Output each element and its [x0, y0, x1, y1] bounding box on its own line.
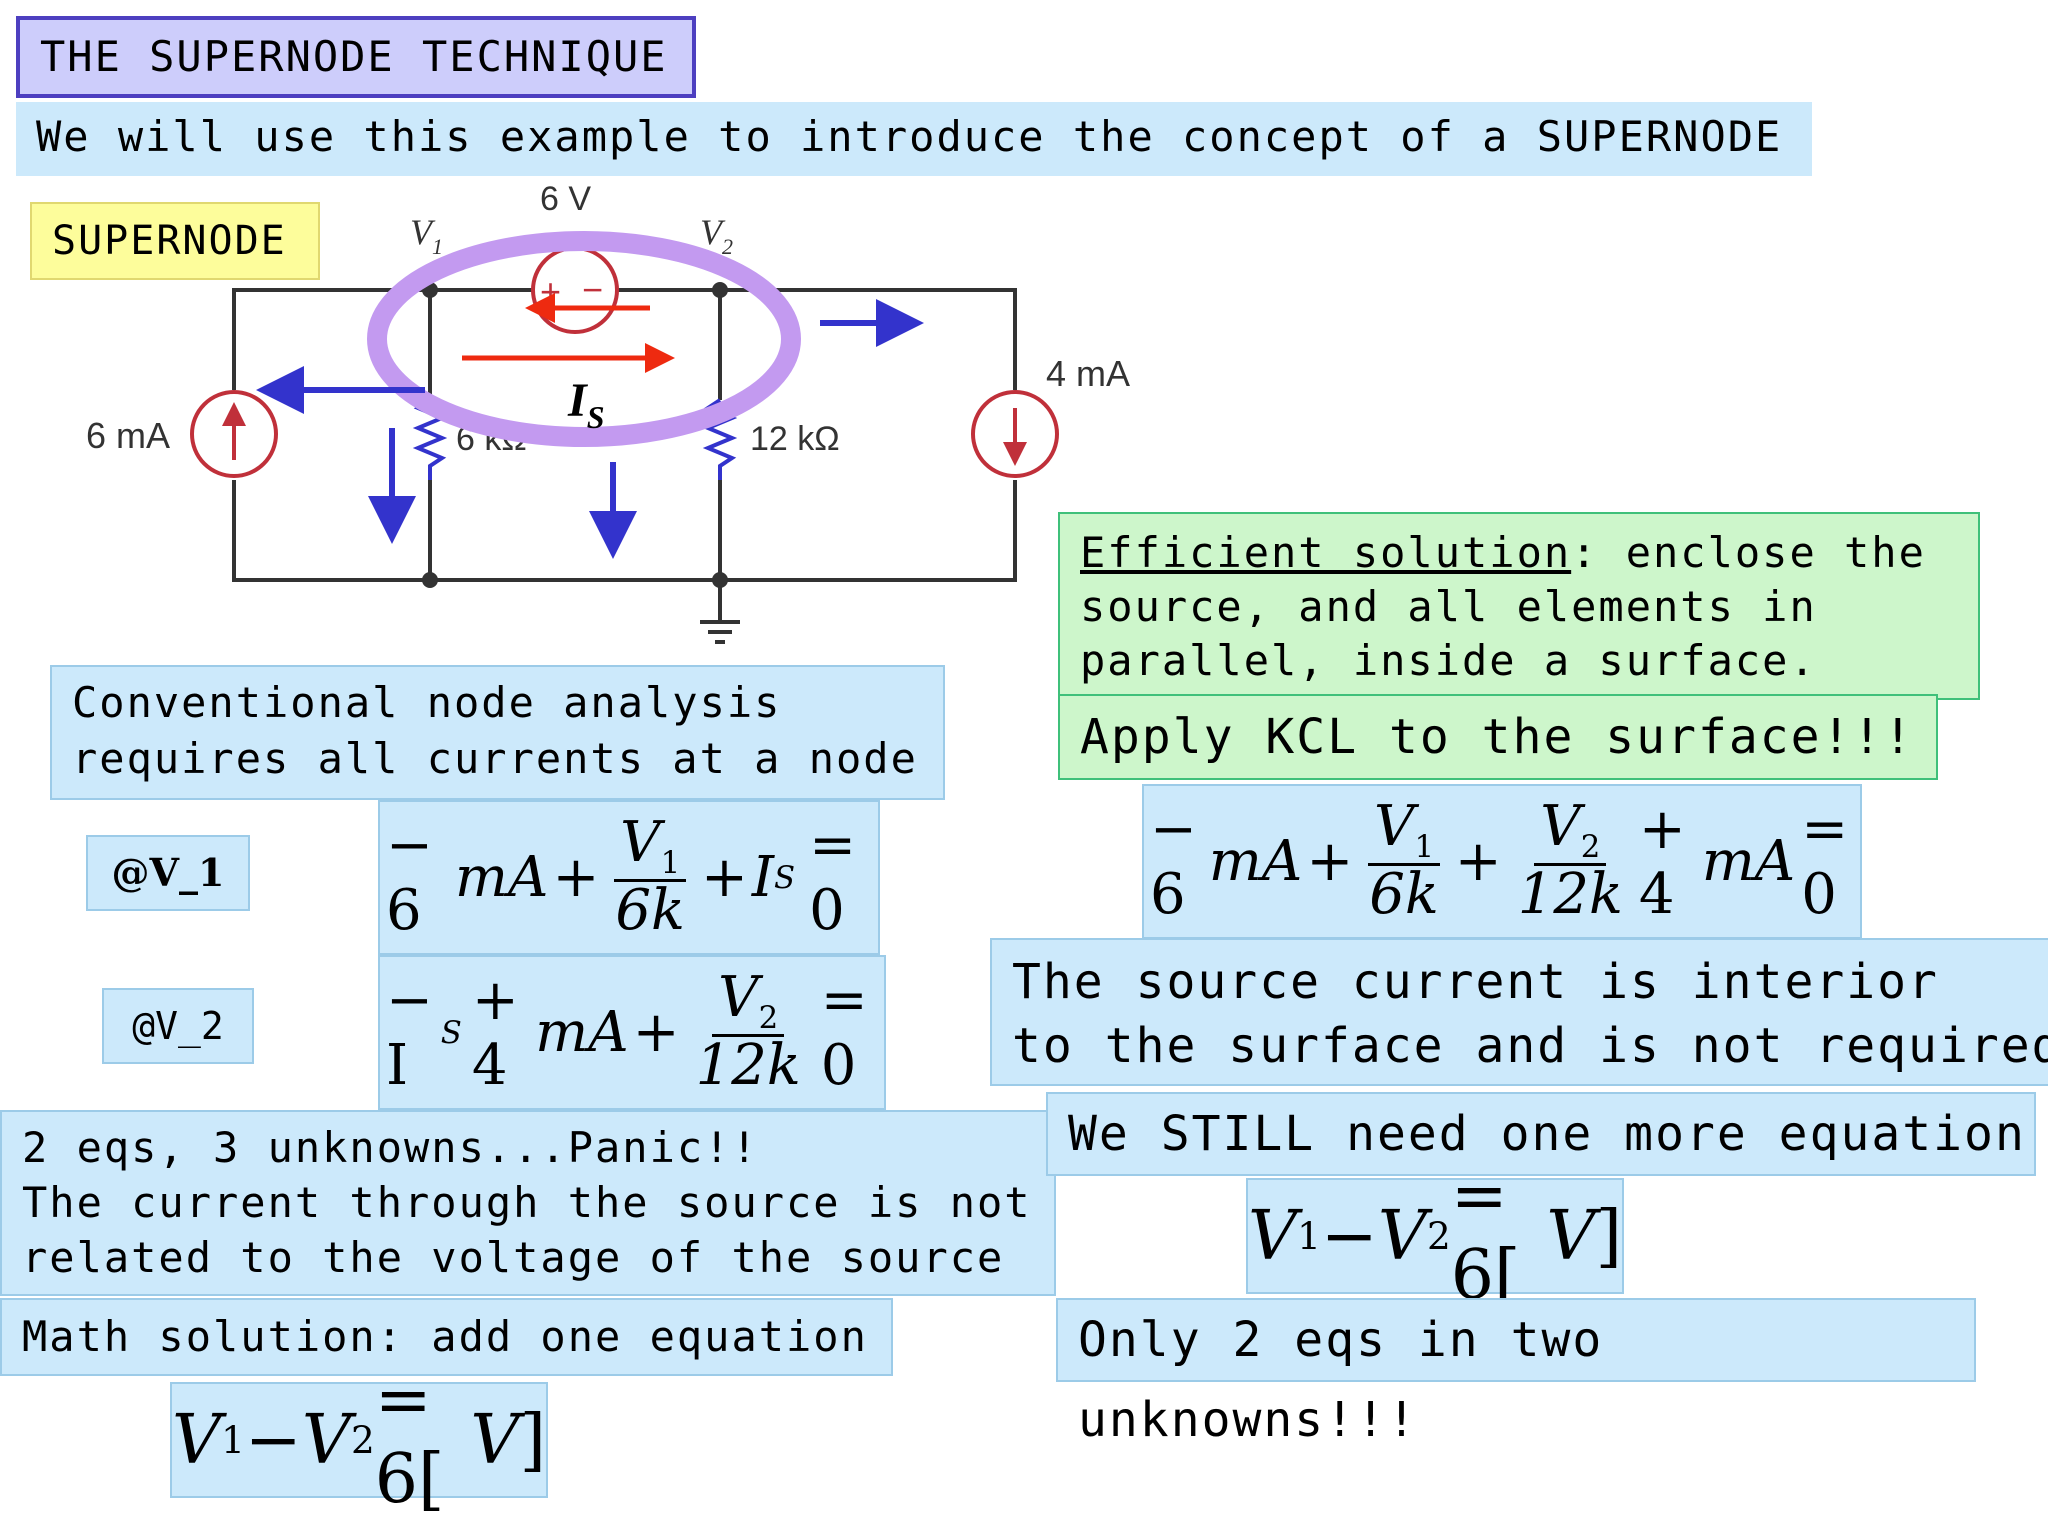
supernode-ellipse	[367, 231, 801, 447]
label-is: IS	[567, 374, 604, 435]
label-node-v1: V1	[410, 212, 443, 259]
supernode-label: SUPERNODE	[30, 202, 320, 280]
node-label-v1: @V_1	[86, 835, 250, 911]
label-4ma: 4 mA	[1046, 353, 1130, 394]
interior-line-2: to the surface and is not required	[1012, 1018, 2048, 1074]
slide-title-text: THE SUPERNODE TECHNIQUE	[40, 32, 668, 81]
interior-note: The source current is interior to the su…	[990, 938, 2048, 1086]
node-label-v1-text: @V_1	[111, 850, 225, 895]
svg-text:−: −	[582, 269, 603, 310]
node-label-v2: @V_2	[102, 988, 254, 1064]
label-6ma: 6 mA	[86, 415, 170, 456]
only-two-equations-note: Only 2 eqs in two unknowns!!!	[1056, 1298, 1976, 1448]
apply-kcl-note: Apply KCL to the surface!!!	[1058, 694, 1938, 780]
still-need-note: We STILL need one more equation	[1046, 1092, 2036, 1176]
efficient-line-2: source, and all elements in	[1080, 582, 1817, 631]
circuit-wires	[232, 288, 1017, 620]
panic-note: 2 eqs, 3 unknowns...Panic!! The current …	[0, 1110, 1056, 1296]
intro-text: We will use this example to introduce th…	[36, 112, 1783, 161]
label-12k: 12 kΩ	[750, 420, 840, 458]
circuit-diagram: 6 mA 4 mA + − 6 V V1 V2 6 kΩ 12 kΩ IS	[86, 180, 1130, 644]
interior-line-1: The source current is interior	[1012, 954, 1939, 1010]
math-solution-text: Math solution: add one equation	[22, 1312, 868, 1361]
conventional-line-1: Conventional node analysis	[72, 678, 782, 727]
node-label-v2-text: @V_2	[132, 1004, 224, 1048]
panic-line-3: related to the voltage of the source	[22, 1233, 1005, 1282]
label-6v: 6 V	[540, 180, 591, 218]
efficient-heading: Efficient solution	[1080, 528, 1572, 577]
current-source-6ma	[190, 390, 278, 480]
math-solution-note: Math solution: add one equation	[0, 1298, 893, 1376]
slide-title: THE SUPERNODE TECHNIQUE	[16, 16, 696, 98]
efficient-solution-note: Efficient solution: enclose the source, …	[1058, 512, 1980, 700]
conventional-line-2: requires all currents at a node	[72, 734, 918, 783]
voltage-source-6v: + −	[531, 246, 619, 334]
conventional-note: Conventional node analysis requires all …	[50, 665, 945, 800]
label-node-v2: V2	[700, 212, 733, 259]
panic-line-1: 2 eqs, 3 unknowns...Panic!!	[22, 1123, 759, 1172]
only-two-equations-text: Only 2 eqs in two unknowns!!!	[1078, 1312, 1604, 1448]
efficient-line-1: : enclose the	[1571, 528, 1926, 577]
current-source-4ma	[971, 390, 1059, 480]
supernode-label-text: SUPERNODE	[52, 218, 287, 264]
apply-kcl-text: Apply KCL to the surface!!!	[1080, 709, 1915, 765]
efficient-line-3: parallel, inside a surface.	[1080, 636, 1817, 685]
ground-symbol	[700, 620, 740, 644]
still-need-text: We STILL need one more equation	[1068, 1106, 2026, 1162]
intro-banner: We will use this example to introduce th…	[16, 102, 1812, 176]
panic-line-2: The current through the source is not	[22, 1178, 1032, 1227]
